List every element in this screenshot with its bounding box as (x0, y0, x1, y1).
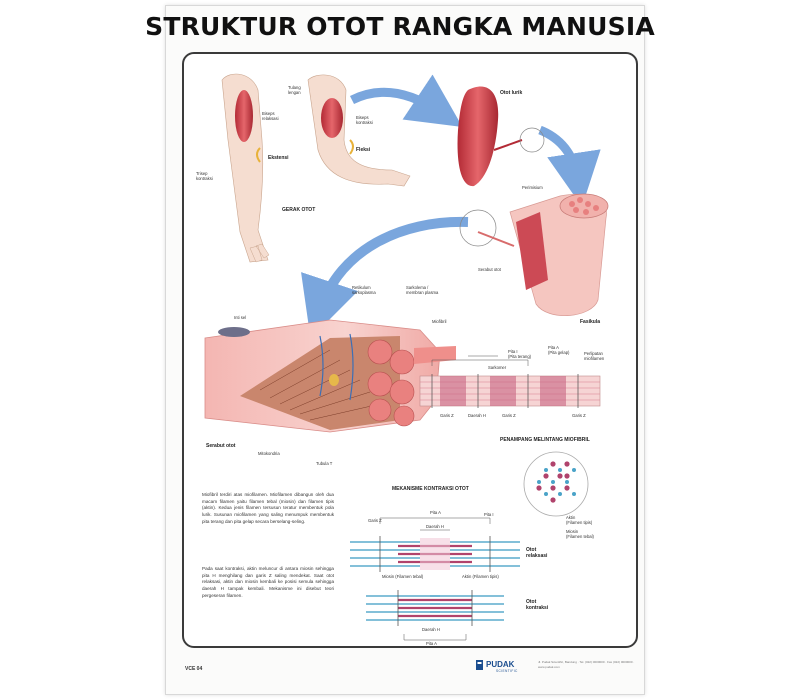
mk-label-pita-a-2: Pita A (426, 641, 437, 646)
label-biseps-rileks: Biseps relaksasi (262, 111, 279, 121)
label-daerah-h: Daerah H (468, 413, 486, 418)
contact-info: Jl. Pudak Scientific, Bandung · Tel. (02… (538, 660, 635, 669)
label-sarkomer: Sarkomer (488, 365, 507, 370)
label-fasikula: Fasikula (580, 319, 601, 325)
label-miofibril: Miofibril (432, 319, 447, 324)
label-retikulum: Retikulum sarkoplasma (352, 285, 376, 295)
label-miosin: Miosin (Filamen tebal) (566, 529, 594, 539)
mk-label-pita-a: Pita A (430, 510, 441, 515)
arrow-muscle-to-fascicle (538, 125, 601, 207)
sarcomere-relaxed (350, 517, 520, 572)
label-trisep: Trisep kontraksi (196, 171, 213, 181)
myofibril-strip (419, 355, 601, 408)
label-mekanisme: MEKANISME KONTRAKSI OTOT (392, 486, 469, 492)
label-gerak-otot: GERAK OTOT (282, 207, 316, 213)
label-garis-z-2: Garis Z (502, 413, 516, 418)
pudak-logo-mark (476, 660, 483, 670)
label-pita-i: Pita I (Pita terang) (508, 349, 532, 359)
label-biseps-kontraksi: Biseps kontraksi (356, 115, 373, 125)
mk-label-daerah-h: Daerah H (426, 524, 444, 529)
label-serabut-otot: Serabut otot (206, 443, 236, 449)
brand-logo: PUDAK (486, 660, 515, 669)
mk-label-daerah-h-2: Daerah H (422, 627, 440, 632)
label-tubula-t: Tubula T (316, 461, 333, 466)
label-otot-kontraksi: Otot kontraksi (526, 599, 549, 611)
fascicle (459, 193, 609, 316)
product-code: VCE 04 (185, 666, 203, 672)
label-sarkolema: Sarkolema / membran plasma (406, 285, 439, 295)
poster-title: STRUKTUR OTOT RANGKA MANUSIA (145, 12, 655, 41)
arrow-fascicle-to-fiber (301, 216, 469, 339)
arm-flexion (256, 74, 411, 187)
label-aktin: Aktin (Filamen tipis) (566, 515, 593, 525)
label-otot-lurik: Otot lurik (500, 90, 523, 96)
label-garis-z-3: Garis Z (572, 413, 586, 418)
mk-label-garis-z: Garis Z (368, 518, 382, 523)
arrow-arm-to-muscle (349, 74, 463, 127)
muscle-whole (457, 86, 545, 187)
label-serabut-otot-small: Serabut otot (478, 267, 501, 272)
paragraph-kontraksi: Pada saat kontraksi, aktin meluncur di a… (202, 566, 334, 598)
label-perimisium: Perimisium (522, 185, 543, 190)
paragraph-miofibril: Miofibril terdiri atas miofilamen. Miofi… (202, 492, 334, 524)
label-pita-a: Pita A (Pita gelap) (548, 345, 570, 355)
brand-subtitle: SCIENTIFIC (496, 669, 518, 673)
label-fleksi: Fleksi (356, 147, 371, 153)
label-inti-sel: Inti sel (234, 315, 247, 320)
label-otot-relaksasi: Otot relaksasi (526, 547, 548, 559)
mk-label-pita-i: Pita I (484, 512, 494, 517)
sarcomere-contracted (366, 590, 504, 641)
label-ekstensi: Ekstensi (268, 155, 289, 161)
label-garis-z-1: Garis Z (440, 413, 454, 418)
myofibril-cross-section (523, 451, 589, 517)
label-tulang-lengan: Tulang lengan (288, 85, 301, 95)
label-penampang: PENAMPANG MELINTANG MIOFIBRIL (500, 437, 590, 443)
arm-extension (221, 73, 270, 263)
label-perlipatan: Perlipatan miofilamen (584, 351, 605, 361)
mk-label-miosin: Miosin (Filamen tebal) (382, 574, 424, 579)
label-mitokondria: Mitokondria (258, 451, 280, 456)
muscle-fiber (204, 319, 456, 433)
mk-label-aktin: Aktin (Filamen tipis) (462, 574, 499, 579)
